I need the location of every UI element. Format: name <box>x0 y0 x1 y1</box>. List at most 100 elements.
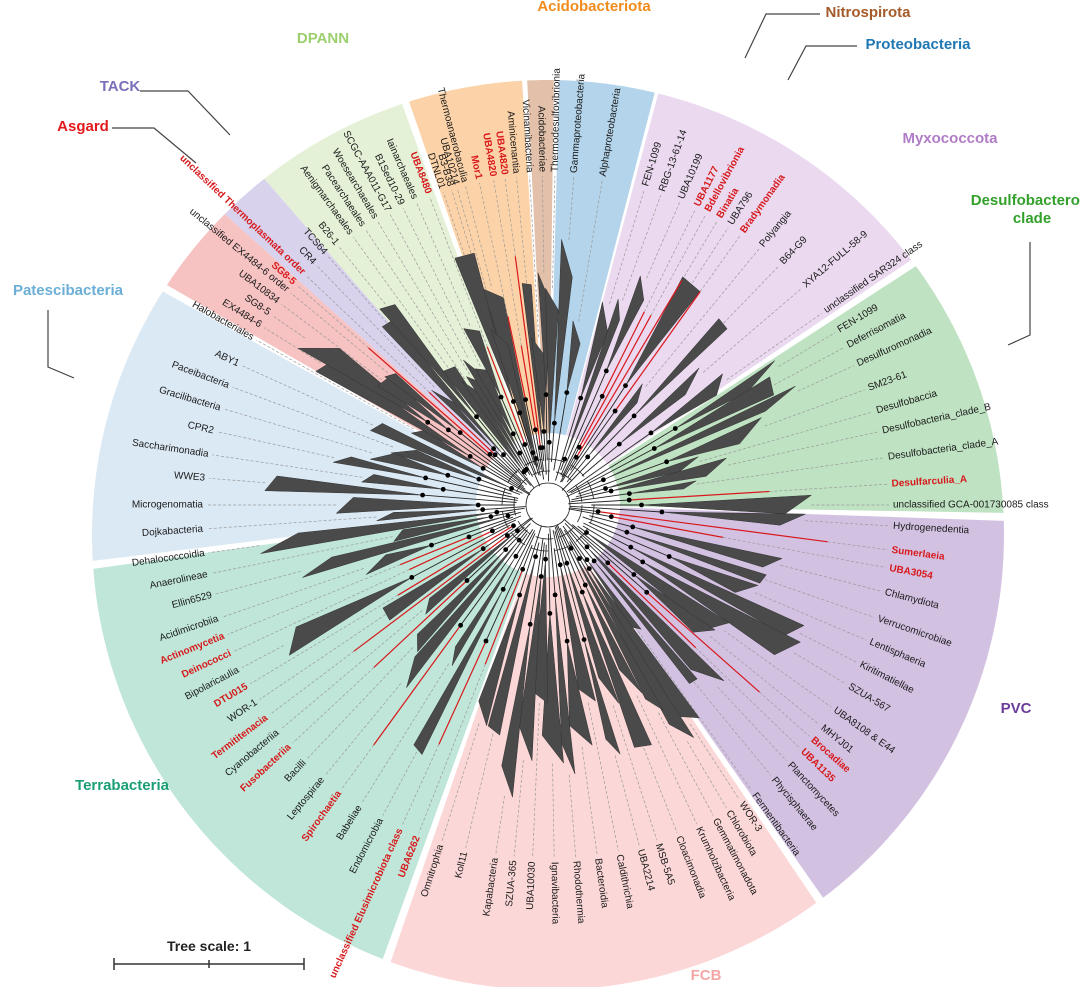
branch-saccharimonadia-85 <box>443 488 518 501</box>
collapsed-wedge-cloacimonadia-51 <box>582 591 652 748</box>
collapsed-wedge-unclassified-sar324-class-22 <box>650 373 724 434</box>
guide-line-bradymonadia-18 <box>699 235 741 292</box>
node-dot-lentisphaeria-37 <box>666 554 672 559</box>
collapsed-wedge-caldithrichia-54 <box>559 564 596 702</box>
guide-line-uba6262-63 <box>418 664 486 833</box>
guide-line-dtnl01-107 <box>443 192 465 255</box>
red-branch-uba8480-106 <box>486 346 526 445</box>
guide-line-ignavibacteria-57 <box>552 763 555 858</box>
leaf-label-uba10030-58: UBA10030 <box>525 861 538 910</box>
leaf-label-unclassified-gca-001730085-class-31: unclassified GCA-001730085 class <box>893 500 1049 511</box>
guide-line-uba1177-14 <box>643 209 696 313</box>
node-dot-acidimicrobiia-78 <box>429 542 434 548</box>
guide-line-b1sed10-29-104 <box>402 208 481 367</box>
collapsed-wedge-cpr2-86 <box>333 456 426 479</box>
guide-line-aby1-89 <box>242 365 373 426</box>
guide-line-thermoanaerobaculia-1 <box>465 186 492 287</box>
collapsed-wedge-b1sed10-29-104 <box>474 368 514 434</box>
node-dot-termititenacia-72 <box>505 533 510 538</box>
collapsed-wedge-uba8108-e44-40 <box>586 532 730 630</box>
guide-line-desulfobacteria-clade-b-28 <box>728 431 879 466</box>
collapsed-wedge-uba796-17 <box>625 276 701 386</box>
branch-bacteroidia-55 <box>553 548 568 642</box>
clade-sector-tack <box>224 178 501 457</box>
guide-line-sm23-61-26 <box>764 389 865 427</box>
node-dot-mor1-2 <box>523 397 528 402</box>
collapsed-wedge-pacearchaeales-101 <box>461 380 526 471</box>
leaf-label-dojkabacteria-82: Dojkabacteria <box>142 524 204 539</box>
branch-uba3054-34 <box>568 508 612 518</box>
guide-line-spirochaetia-67 <box>341 744 374 789</box>
collapsed-wedge-uba10199-13 <box>606 275 645 372</box>
leaf-label-thermodesulfovibrionia-8: Thermodesulfovibrionia <box>550 68 563 173</box>
node-dot-babeliae-66 <box>513 553 519 559</box>
node-dot-caldithrichia-54 <box>557 562 563 568</box>
node-dot-uba796-17 <box>623 383 628 388</box>
collapsed-wedge-acidimicrobiia-78 <box>365 544 432 575</box>
guide-line-fermentibacteria-46 <box>637 631 752 791</box>
collapsed-wedge-hydrogenedentia-32 <box>661 511 806 526</box>
collapsed-wedge-b64-g9-20 <box>633 318 728 417</box>
branch-unclassified-sar324-class-22 <box>566 432 652 493</box>
collapsed-wedge-uba2214-53 <box>583 639 621 755</box>
collapsed-wedge-alphaproteobacteria-10 <box>566 320 581 393</box>
guide-line-msb-5a5-52 <box>612 705 658 841</box>
node-dot-uba10834-93 <box>446 427 451 433</box>
collapsed-wedge-bacilli-69 <box>417 549 506 653</box>
callout-line-desulfobacterota <box>1007 242 1031 346</box>
branch-desulfuromonadia-25 <box>566 479 604 497</box>
node-dot-unclassified-sar324-class-22 <box>648 430 654 436</box>
clade-label-terrabacteria: Terrabacteria <box>75 777 170 794</box>
root-arc-2 <box>501 458 595 552</box>
branch-binatia-16 <box>561 457 577 483</box>
node-dot-szua-365-59 <box>538 574 544 579</box>
guide-line-bdellovibrionia-15 <box>650 214 707 316</box>
branch-kiritimatiellae-38 <box>583 522 632 548</box>
node-dot-ex4484-6-91 <box>467 454 473 459</box>
red-branch-uba4820-3 <box>520 345 536 430</box>
leaf-label-acidobacteriae-7: Acidobacteriae <box>535 106 547 173</box>
guide-line-fusobacteriia-70 <box>292 667 375 744</box>
collapsed-wedge-unclassified-gca-001730085-class-31 <box>641 494 813 515</box>
collapsed-wedge-cyanobacteriia-71 <box>425 530 518 615</box>
branch-paceibacteria-88 <box>478 478 521 495</box>
node-dot-omnitrophia-62 <box>517 592 522 598</box>
clade-label-pvc: PVC <box>1001 700 1032 717</box>
branch-unclassified-ex4484-6-order-94 <box>459 432 522 484</box>
branch-szua-567-39 <box>582 525 643 563</box>
guide-line-ex4484-6-91 <box>264 327 321 364</box>
node-dot-planctomycetes-44 <box>584 544 590 550</box>
clade-label-dpann: DPANN <box>297 30 349 47</box>
branch-acidobacteriae-7 <box>545 394 548 461</box>
clade-label-proteobacteria: Proteobacteria <box>865 36 971 53</box>
guide-line-uba2214-53 <box>614 755 640 846</box>
node-dot-desulfobacteria-clade-b-28 <box>608 488 614 494</box>
branch-gemmatimonadota-49 <box>559 527 572 549</box>
guide-line-mhyj01-41 <box>709 636 820 725</box>
guide-line-gemmatimonadota-49 <box>658 712 714 816</box>
collapsed-wedge-scgc-aaa011-g17-103 <box>463 359 521 454</box>
collapsed-clade-wedges <box>260 239 813 798</box>
guide-line-phycisphaerae-45 <box>693 681 772 776</box>
collapsed-wedge-phycisphaerae-45 <box>593 560 698 684</box>
collapsed-wedge-mhyj01-41 <box>633 574 716 633</box>
branch-uba796-17 <box>570 385 626 471</box>
leaf-label-hydrogenedentia-32: Hydrogenedentia <box>893 521 970 537</box>
tree-scale-label: Tree scale: 1 <box>167 938 251 954</box>
branch-bipolaricaulia-75 <box>411 524 511 578</box>
collapsed-wedge-gammaproteobacteria-9 <box>554 239 573 424</box>
node-dot-uba10030-58 <box>543 556 548 562</box>
collapsed-wedge-dtnl01-107 <box>454 252 514 402</box>
collapsed-wedge-wor-1-73 <box>382 548 484 621</box>
red-branch-actinomycetia-77 <box>399 536 470 566</box>
branch-wor-3-47 <box>563 529 590 569</box>
branch-uba1177-14 <box>561 396 603 478</box>
tree-branches <box>353 256 828 746</box>
branch-endomicrobia-65 <box>502 530 535 590</box>
guide-line-deferrisomatia-24 <box>773 347 845 386</box>
branch-chlamydiota-35 <box>589 515 633 528</box>
branch-sm23-61-26 <box>578 461 667 495</box>
node-dot-rbg-13-61-14-12 <box>562 456 568 462</box>
branch-gracilibacteria-87 <box>447 474 512 495</box>
